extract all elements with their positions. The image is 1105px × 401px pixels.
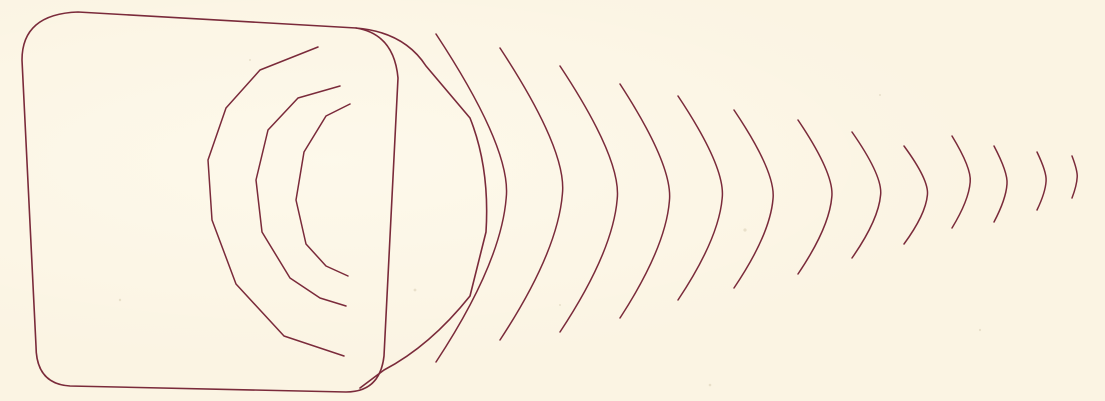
sound-wave-arc [1072,156,1077,198]
inner-arc-2 [256,86,346,306]
sound-wave-arcs [436,34,1077,362]
sound-wave-arc [500,48,563,340]
sound-wave-arc [620,84,670,318]
sound-wave-arc [904,146,928,244]
paper-texture [119,59,981,386]
sound-wave-arc [994,146,1007,222]
speaker-front-face [22,12,398,392]
inner-arc-3 [296,104,350,276]
speaker-side-face [356,28,487,388]
speaker-icon [22,12,487,392]
sound-wave-arc [734,110,773,288]
inner-arc-1 [208,47,344,356]
sound-wave-arc [852,132,881,258]
sound-wave-arc [678,96,722,300]
sound-wave-arc [1037,152,1046,210]
sound-wave-arc [436,34,507,362]
sound-wave-arc [560,66,617,332]
sound-wave-arc [952,136,970,228]
sound-wave-arc [798,120,832,274]
speaker-inner-arcs [208,47,350,356]
